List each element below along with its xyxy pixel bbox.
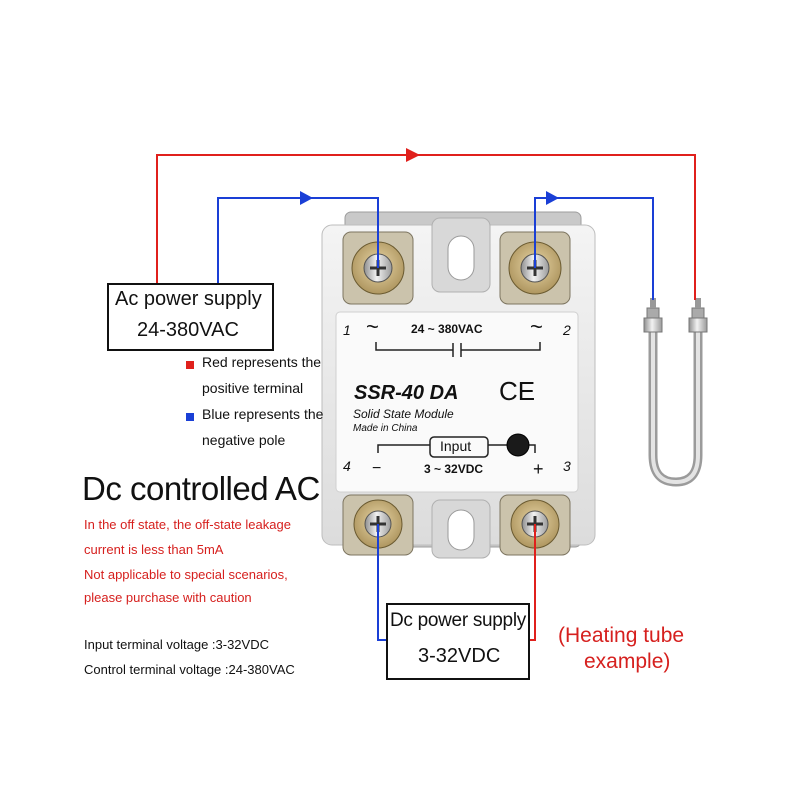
legend-red-swatch [186,361,194,369]
legend-blue-line2: negative pole [202,432,286,448]
spec-input-voltage: Input terminal voltage :3-32VDC [84,637,269,652]
ce-mark: CE [499,376,536,406]
heating-note-line1: (Heating tube [558,624,685,647]
status-led [506,433,530,457]
red-wire-arrow [406,148,420,162]
legend-red-line2: positive terminal [202,380,304,396]
terminal-4-label: 4 [343,458,351,474]
warning-line-4: please purchase with caution [84,590,252,605]
blue-wire-ac [217,197,379,285]
headline: Dc controlled AC [82,470,320,507]
relay-model: SSR-40 DA [354,382,459,404]
red-wire-ac [156,154,696,300]
heating-tube [643,298,708,487]
input-label-box [429,436,489,458]
relay-subtitle: Solid State Module [353,407,454,421]
blue-wire-ac-arrow [300,191,313,205]
relay-dc-range: 3 ~ 32VDC [424,462,484,476]
mounting-slot-top [431,217,491,293]
terminal-3-label: 3 [563,458,571,474]
warning-line-3: Not applicable to special scenarios, [84,567,288,582]
dc-supply-voltage: 3-32VDC [418,645,501,667]
terminal-2-label: 2 [563,322,571,338]
ac-tilde-left: ~ [366,314,379,339]
input-plus-sign: + [533,459,544,479]
warning-line-2: current is less than 5mA [84,542,224,557]
mounting-slot-bottom [431,499,491,559]
spec-control-voltage: Control terminal voltage :24-380VAC [84,662,295,677]
legend-red-line1: Red represents the [202,354,322,370]
ac-tilde-right: ~ [530,314,543,339]
ac-supply-label: Ac power supply [115,288,262,310]
terminal-1-label: 1 [343,322,351,338]
dc-supply-label: Dc power supply [390,610,526,631]
heating-note-line2: example) [584,650,671,673]
legend-blue-swatch [186,413,194,421]
input-minus-sign: − [372,460,382,477]
legend-blue-line1: Blue represents the [202,406,324,422]
blue-wire-heater [534,197,654,300]
relay-ac-range: 24 ~ 380VAC [411,322,483,336]
ac-bracket-line [375,342,541,357]
blue-wire-heater-arrow [546,191,559,205]
ac-supply-box: Ac power supply 24-380VAC [107,283,274,351]
ac-supply-voltage: 24-380VAC [137,319,239,341]
input-label: Input [440,438,472,454]
warning-line-1: In the off state, the off-state leakage [84,517,291,532]
dc-supply-box: Dc power supply 3-32VDC [386,603,530,680]
input-bracket-line [377,444,536,453]
relay-origin: Made in China [353,423,418,434]
